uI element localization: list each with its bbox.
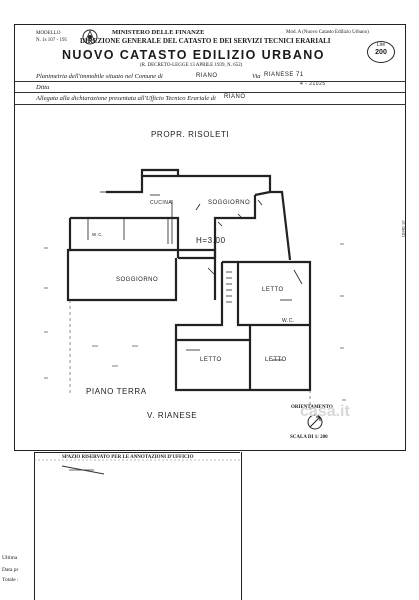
directorate-title: DIREZIONE GENERALE DEL CATASTO E DEI SER…: [80, 37, 331, 45]
left-strip: Ultima Data pr Totale :: [0, 452, 34, 600]
room-soggiorno-top: SOGGIORNO: [208, 200, 251, 206]
via-value: RIANESE 71: [264, 72, 304, 78]
floor-plan: [44, 168, 346, 410]
street-label: V. RIANESE: [147, 411, 198, 420]
form-rule: [14, 92, 406, 93]
plan-walls: [66, 168, 312, 392]
owner-label: PROPR. RISOLETI: [151, 130, 230, 139]
room-wc-left: W.C.: [92, 232, 104, 237]
drawing-frame: [14, 24, 406, 451]
room-soggiorno-main: SOGGIORNO: [116, 277, 159, 283]
office-box-rule: [34, 452, 240, 453]
room-cucina: CUCINA: [150, 200, 173, 206]
compass-icon: [307, 414, 323, 430]
site-ticks: [44, 243, 346, 401]
decree-note: (R. DECRETO-LEGGE 13 APRILE 1939, N. 652…: [140, 63, 243, 68]
model-label: Mod. A (Nuovo Catasto Edilizio Urbano): [286, 30, 369, 35]
room-height: H=3.00: [196, 236, 226, 245]
emblem-icon: [82, 29, 98, 45]
floor-label: PIANO TERRA: [86, 387, 147, 396]
stamp-bottom: N. 1s 107 - 195: [36, 38, 67, 43]
allegata-label: Allegata alla dichiarazione presentata a…: [36, 95, 216, 102]
note-ultima: Ultima: [2, 555, 18, 561]
reserved-label: SPAZIO RISERVATO PER LE ANNOTAZIONI D'UF…: [62, 455, 194, 460]
room-letto-1: LETTO: [200, 357, 222, 363]
plan-details: [87, 191, 303, 361]
planimetry-label: Planimetria dell'immobile situato nel Co…: [36, 73, 163, 80]
ditta-label: Ditta: [36, 84, 50, 91]
form-rule: [14, 104, 406, 105]
office-strikes: [34, 459, 240, 475]
note-data: Data pr: [2, 567, 19, 573]
form-rule: [14, 81, 406, 82]
room-wc-right: W.C.: [282, 318, 295, 324]
room-letto-right: LETTO: [262, 287, 284, 293]
comune-value: RIANO: [196, 73, 218, 79]
stamp-top: MODELLO: [36, 31, 61, 36]
ministry-title: MINISTERO DELLE FINANZE: [112, 29, 205, 36]
via-label: Via: [252, 73, 261, 80]
ufficio-value: RIANO: [224, 94, 246, 100]
fee-badge: Lire 200: [367, 41, 395, 63]
page-title: NUOVO CATASTO EDILIZIO URBANO: [62, 48, 325, 62]
note-totale: Totale :: [2, 577, 19, 583]
watermark: casa.it: [300, 403, 350, 420]
office-annotations-box: [34, 452, 242, 600]
orientation-label: ORIENTAMENTO: [291, 405, 333, 410]
room-letto-2: LETTO: [265, 357, 287, 363]
scale-label: SCALA DI 1: 200: [290, 435, 328, 440]
garden-lines: [69, 300, 311, 410]
via-extra: 4 - 21025: [300, 81, 326, 87]
